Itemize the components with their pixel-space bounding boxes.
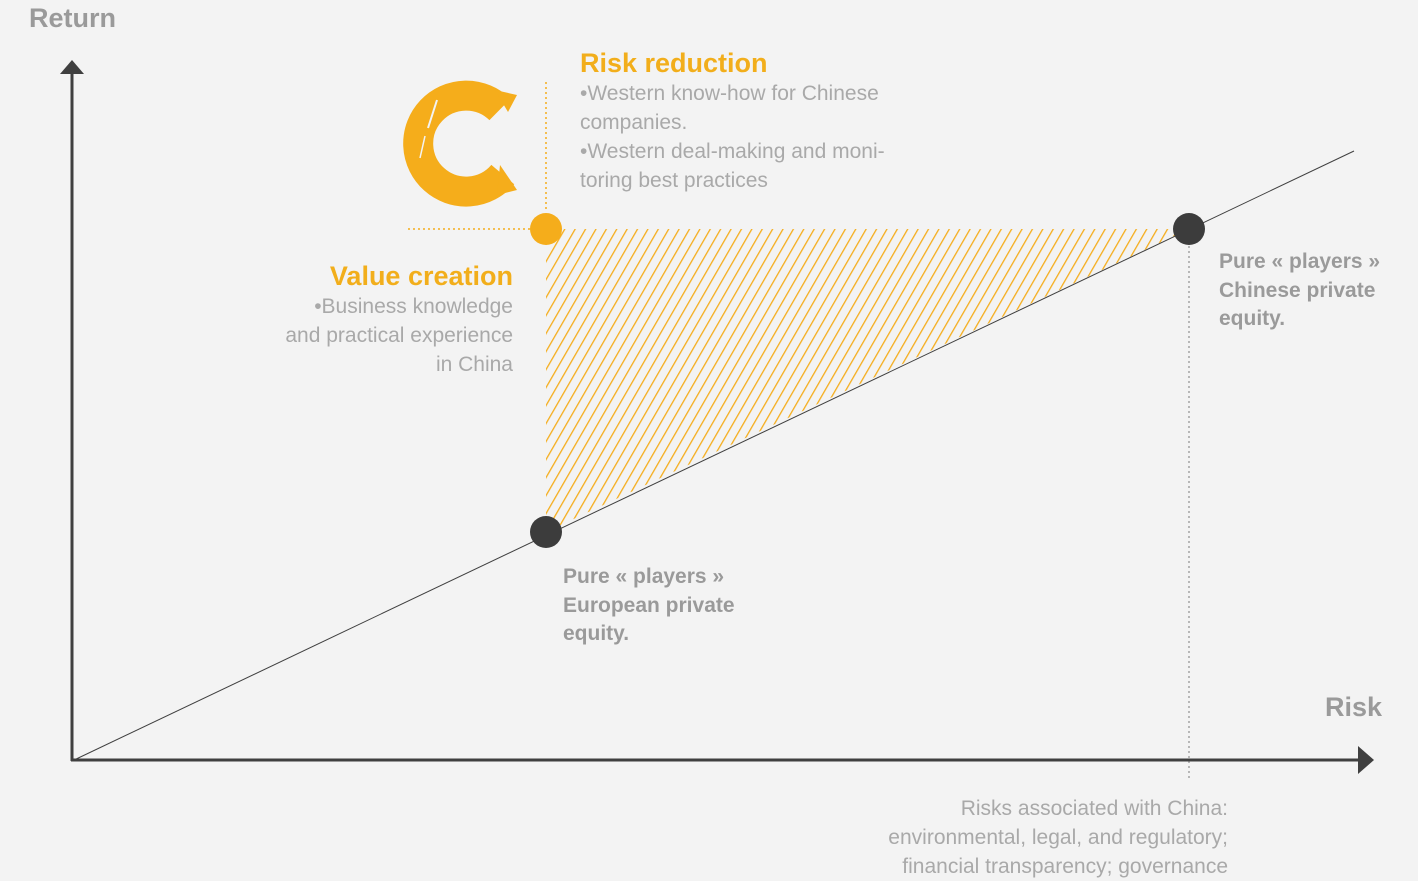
risk-reduction-point <box>530 213 562 245</box>
risk-reduction-line: •Western deal-making and moni- <box>580 140 885 163</box>
china-risks-line: environmental, legal, and regulatory; <box>888 826 1228 849</box>
risk-reduction-line: companies. <box>580 111 688 134</box>
value-creation-line: in China <box>435 353 513 376</box>
value-creation-line: and practical experience <box>285 324 513 347</box>
european-pe-line: Pure « players » <box>563 565 725 588</box>
risk-reduction-line: •Western know-how for Chinese <box>580 82 879 105</box>
x-axis-title: Risk <box>1325 692 1383 722</box>
european-pe-line: equity. <box>563 622 630 645</box>
chinese-pe-point <box>1173 213 1205 245</box>
chinese-pe-line: equity. <box>1219 307 1286 330</box>
european-pe-label: Pure « players » European private equity… <box>563 563 735 649</box>
risk-return-line <box>71 150 1355 762</box>
risk-reduction-title: Risk reduction <box>580 48 768 78</box>
y-axis-title: Return <box>29 3 116 33</box>
value-creation-title: Value creation <box>329 261 513 291</box>
china-risks-line: Risks associated with China: <box>960 797 1228 820</box>
european-pe-point <box>530 516 562 548</box>
chinese-pe-line: Chinese private <box>1219 278 1376 302</box>
y-axis-arrow <box>60 60 84 74</box>
risk-reduction-block: Risk reduction •Western know-how for Chi… <box>580 47 885 195</box>
risk-reduction-line: toring best practices <box>580 169 768 192</box>
value-creation-block: Value creation •Business knowledge and p… <box>285 260 513 379</box>
value-creation-line: •Business knowledge <box>314 295 513 318</box>
logo-c-icon <box>403 80 517 207</box>
european-pe-line: European private <box>563 593 735 617</box>
china-risks-note: Risks associated with China: environment… <box>888 794 1228 881</box>
chinese-pe-line: Pure « players » <box>1219 250 1381 273</box>
china-risks-line: financial transparency; governance <box>902 855 1228 878</box>
chinese-pe-label: Pure « players » Chinese private equity. <box>1219 248 1380 334</box>
x-axis-arrow <box>1358 746 1374 774</box>
value-premium-area <box>546 229 1189 532</box>
